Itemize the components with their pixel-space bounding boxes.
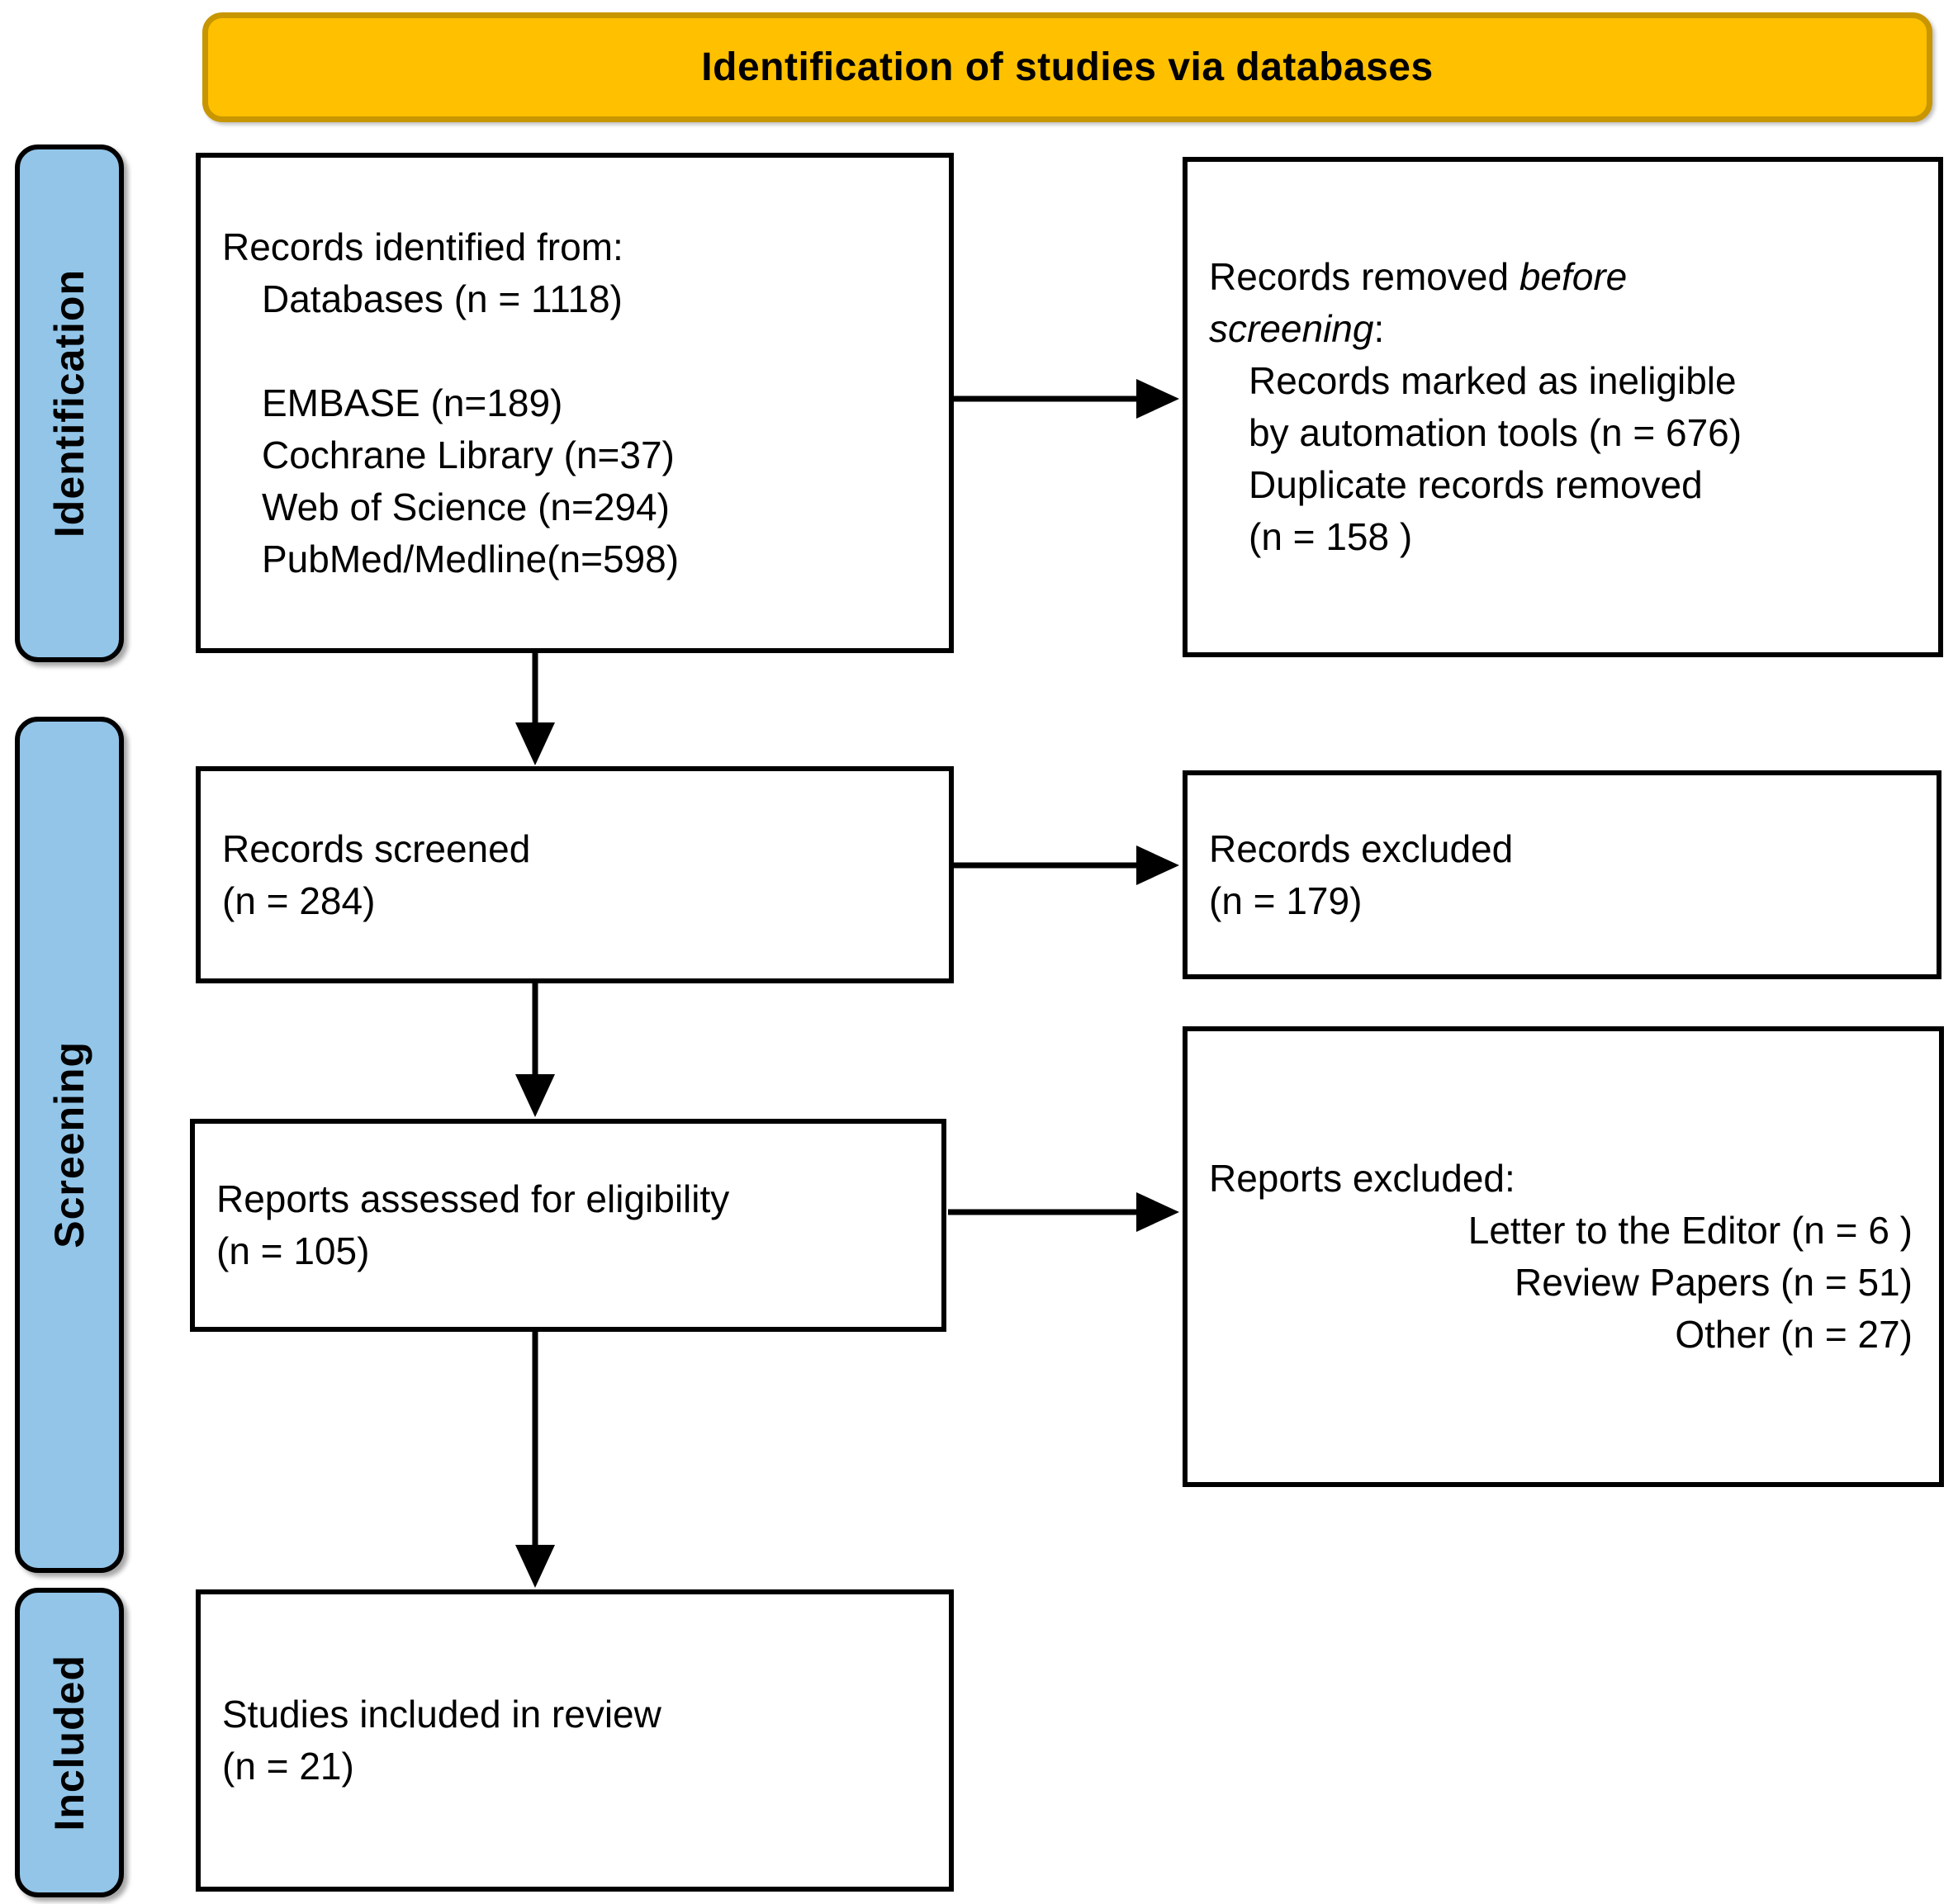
box-text-line: Databases (n = 1118): [262, 277, 623, 320]
box-text-line: [222, 325, 931, 377]
sidebar-label-included: Included: [46, 1654, 92, 1831]
box-text-line: Records identified from:: [222, 225, 623, 268]
box-text-line: PubMed/Medline(n=598): [262, 537, 680, 580]
box-text-line: screening:: [1209, 307, 1385, 350]
box-text-line: Cochrane Library (n=37): [262, 433, 675, 476]
box-text-line: Review Papers (n = 51): [1515, 1261, 1913, 1304]
arrow-assessed-to-excluded: [948, 1192, 1179, 1232]
box-text-line: Records marked as ineligible: [1249, 359, 1737, 402]
sidebar-tab-identification: Identification: [15, 144, 124, 662]
box-text-line: (n = 105): [216, 1229, 370, 1272]
box-text-line: by automation tools (n = 676): [1249, 411, 1742, 454]
header-title: Identification of studies via databases: [701, 45, 1434, 89]
arrow-identified-to-screened: [515, 653, 555, 765]
sidebar-label-screening: Screening: [46, 1041, 92, 1248]
box-studies-included-in-review: Studies included in review (n = 21): [196, 1589, 954, 1892]
arrow-identified-to-removed: [951, 379, 1179, 419]
box-text-line: Records removed before: [1209, 255, 1628, 298]
box-text-line: Studies included in review: [222, 1693, 661, 1736]
box-reports-excluded: Reports excluded: Letter to the Editor (n…: [1183, 1026, 1944, 1487]
box-text-line: Records screened: [222, 826, 531, 870]
arrow-screened-to-excluded: [951, 845, 1179, 885]
arrow-screened-to-assessed: [515, 983, 555, 1117]
box-records-screened: Records screened (n = 284): [196, 766, 954, 983]
box-text-line: Reports excluded:: [1209, 1157, 1515, 1200]
box-text-line: Letter to the Editor (n = 6 ): [1467, 1209, 1913, 1252]
header-banner: Identification of studies via databases: [202, 12, 1932, 122]
arrow-assessed-to-included: [515, 1332, 555, 1588]
box-records-identified: Records identified from: Databases (n = 1…: [196, 153, 954, 653]
box-text-line: (n = 21): [222, 1745, 354, 1788]
box-text-line: Other (n = 27): [1675, 1313, 1913, 1356]
box-reports-assessed-for-eligibility: Reports assessed for eligibility (n = 105…: [190, 1119, 946, 1332]
box-text-line: Reports assessed for eligibility: [216, 1177, 730, 1220]
box-records-excluded: Records excluded (n = 179): [1183, 770, 1941, 979]
box-text-line: Web of Science (n=294): [262, 485, 670, 528]
box-text-line: (n = 179): [1209, 879, 1363, 922]
sidebar-tab-screening: Screening: [15, 717, 124, 1573]
box-text-line: Duplicate records removed: [1249, 463, 1703, 506]
box-text-line: (n = 158 ): [1249, 515, 1413, 558]
box-text-line: Records excluded: [1209, 826, 1514, 870]
box-text-line: EMBASE (n=189): [262, 381, 563, 424]
box-records-removed-before-screening: Records removed before screening: Records …: [1183, 157, 1943, 657]
sidebar-tab-included: Included: [15, 1588, 124, 1897]
box-text-line: (n = 284): [222, 879, 376, 922]
sidebar-label-identification: Identification: [46, 268, 92, 538]
